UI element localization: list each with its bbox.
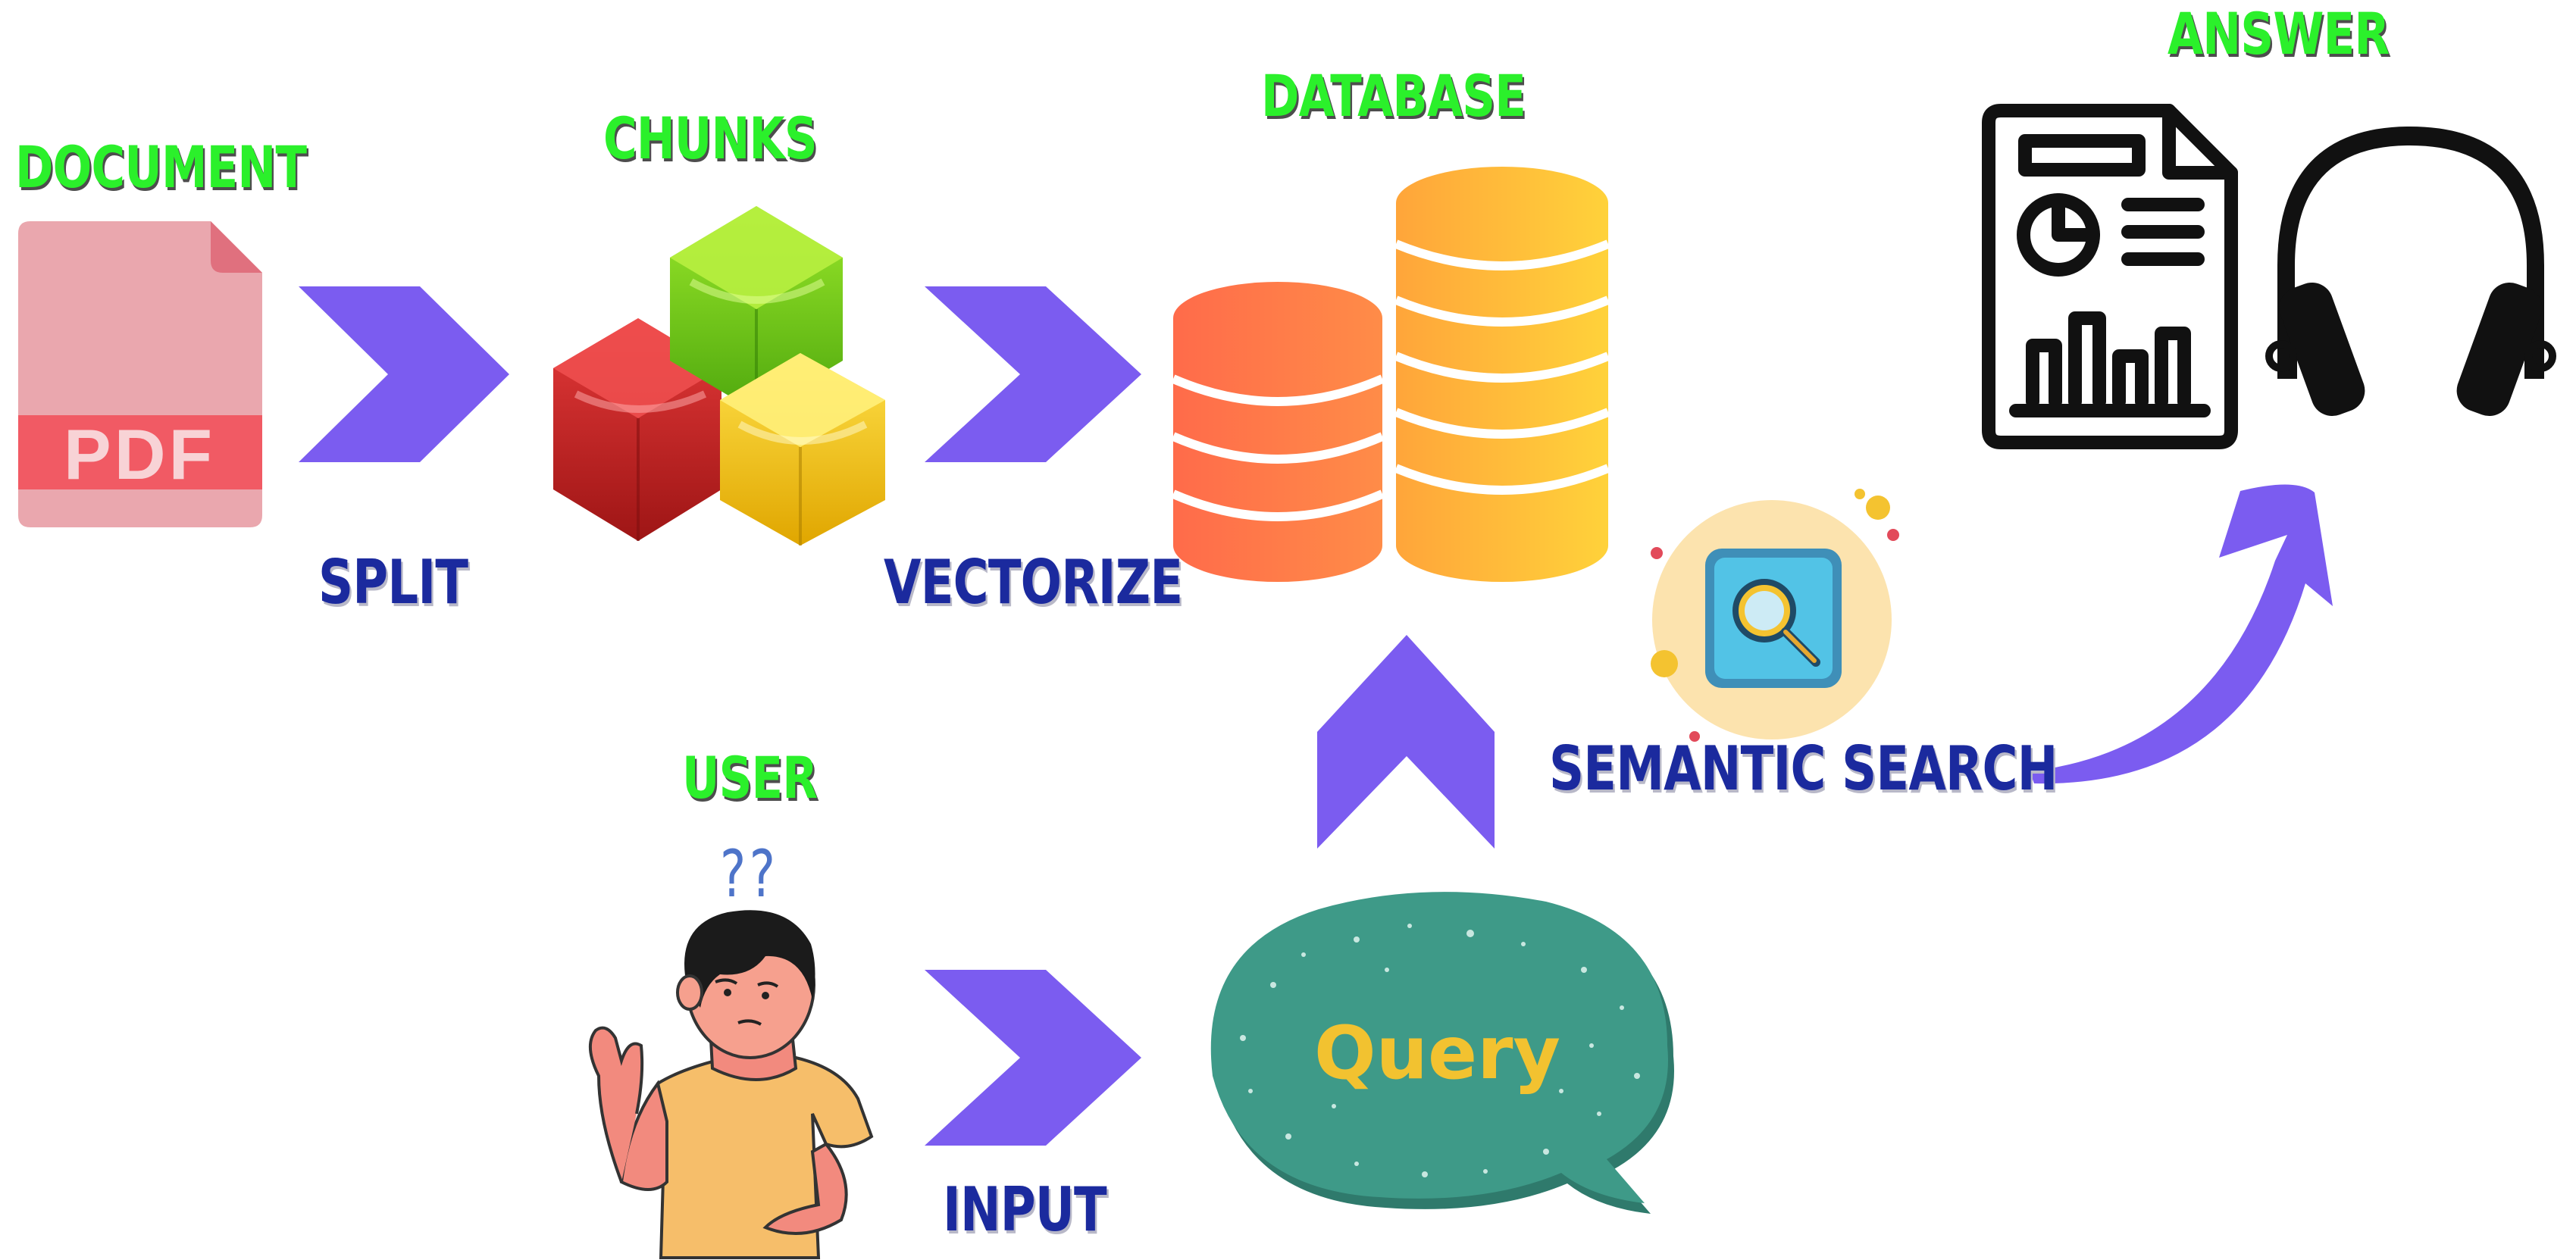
vectorize-label: VECTORIZE	[884, 547, 1183, 617]
semantic-search-label: SEMANTIC SEARCH	[1549, 733, 2058, 804]
query-text: Query	[1314, 1011, 1560, 1096]
cubes-icon	[553, 206, 885, 546]
magnifier-icon	[1651, 489, 1899, 742]
headphones-icon	[2265, 126, 2556, 417]
speech-bubble-icon	[1210, 892, 1674, 1214]
split-arrow	[299, 286, 509, 462]
up-arrow	[1317, 635, 1495, 849]
curved-arrow	[2030, 484, 2333, 784]
database-icon	[1171, 167, 1610, 582]
pdf-label: PDF	[64, 414, 215, 494]
user-label: USER	[682, 744, 818, 811]
database-label: DATABASE	[1261, 62, 1526, 130]
input-label: INPUT	[943, 1174, 1107, 1245]
report-icon	[1982, 104, 2238, 449]
chunks-label: CHUNKS	[603, 105, 818, 172]
vectorize-arrow	[925, 286, 1141, 462]
user-avatar	[588, 910, 874, 1259]
split-label: SPLIT	[318, 547, 468, 617]
document-label: DOCUMENT	[15, 133, 307, 201]
input-arrow	[925, 970, 1141, 1146]
question-marks: ??	[720, 836, 779, 912]
pdf-file-icon	[18, 221, 262, 527]
answer-label: ANSWER	[2168, 0, 2390, 67]
